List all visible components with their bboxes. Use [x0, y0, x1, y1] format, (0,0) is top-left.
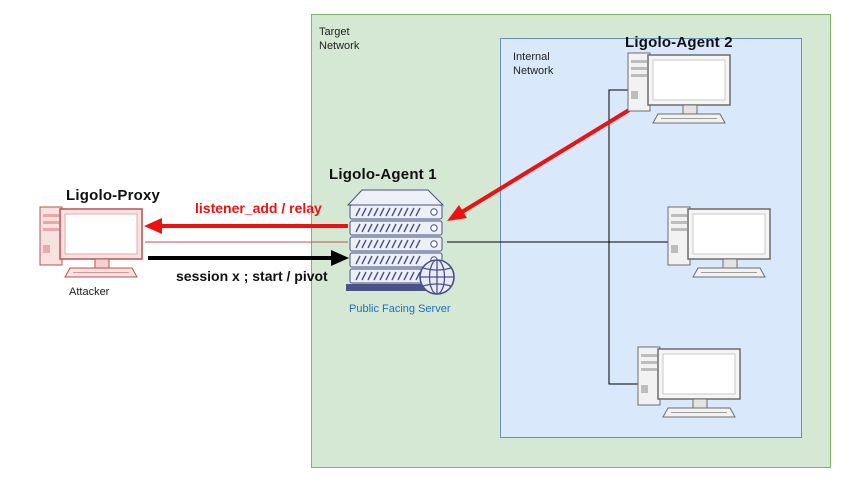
agent2-title: Ligolo-Agent 2 — [625, 34, 733, 51]
proxy-title: Ligolo-Proxy — [66, 187, 161, 204]
agent1-title: Ligolo-Agent 1 — [329, 166, 437, 183]
attacker-caption: Attacker — [69, 286, 110, 298]
attacker-computer-icon — [39, 206, 143, 278]
internal-network-label: Internal Network — [513, 51, 554, 77]
agent2-arrow — [460, 108, 631, 214]
agent2-computer-icon — [627, 52, 731, 124]
server-icon — [346, 189, 446, 291]
agent2-arrowhead — [447, 205, 467, 221]
server-caption: Public Facing Server — [349, 303, 451, 315]
session-arrowhead — [331, 250, 349, 266]
internal-computer-icon — [667, 206, 771, 278]
internal-links — [447, 89, 670, 385]
relay-arrowhead — [144, 218, 162, 234]
session-label: session x ; start / pivot — [176, 268, 328, 284]
internal-computer-icon — [637, 346, 741, 418]
target-network-label: Target Network — [319, 26, 360, 52]
relay-label: listener_add / relay — [195, 200, 322, 216]
globe-icon — [419, 259, 455, 295]
